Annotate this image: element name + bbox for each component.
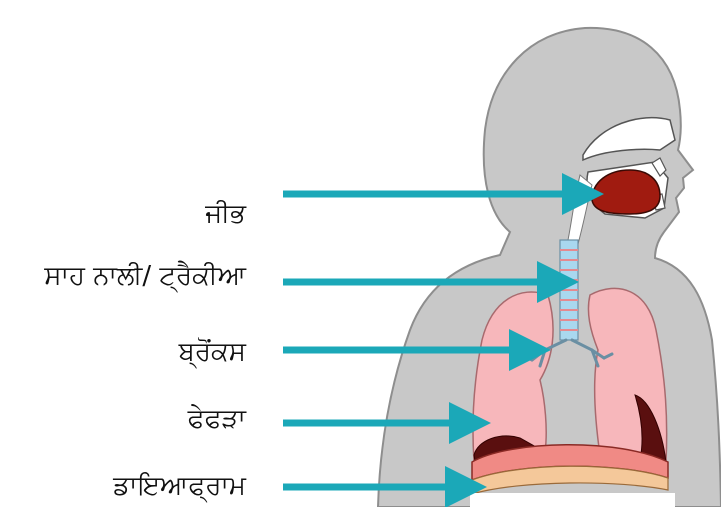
label-diaphragm: ਡਾਇਆਫ੍ਰਾਮ (113, 473, 246, 499)
label-trachea: ਸਾਹ ਨਾਲੀ/ ਟ੍ਰੈਕੀਆ (44, 263, 246, 289)
label-bronchus: ਬ੍ਰੋਂਕਸ (179, 339, 246, 365)
body-silhouette (378, 28, 721, 507)
label-tongue: ਜੀਭ (205, 201, 246, 227)
bottom-cutoff (470, 493, 675, 507)
label-lung: ਫੇਫੜਾ (188, 406, 246, 432)
